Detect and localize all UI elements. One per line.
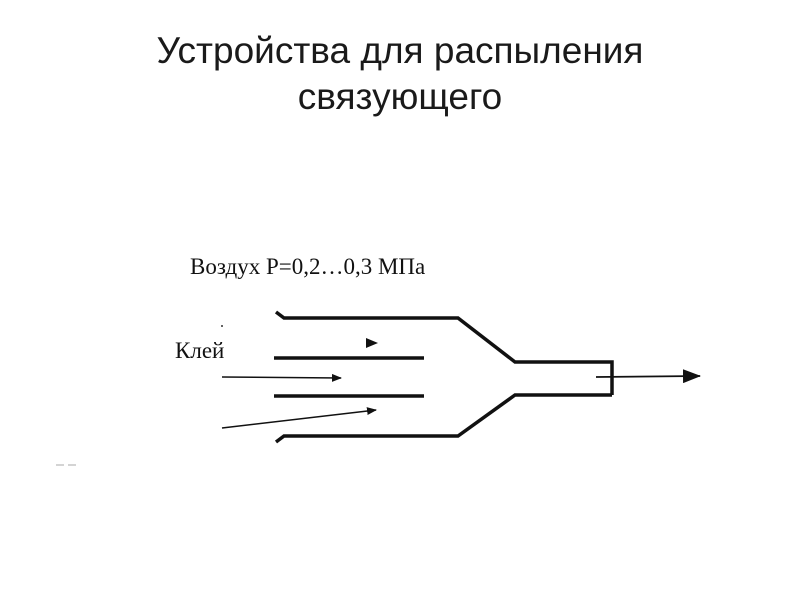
page-title-line-2: связующего xyxy=(297,76,503,117)
nozzle-upper-wall xyxy=(274,310,614,395)
dot-mark xyxy=(221,325,223,327)
nozzle-lower-wall xyxy=(274,393,612,444)
output-spray-arrow xyxy=(595,369,701,384)
glue-flow-arrow xyxy=(221,373,342,382)
page-title: Устройства для распыления связующего xyxy=(0,28,800,120)
page-title-line-1: Устройства для распыления xyxy=(156,30,644,71)
air-inlet-arrow xyxy=(221,407,377,429)
air-pressure-label: Воздух Р=0,2…0,3 МПа xyxy=(190,254,425,279)
air-flow-arrowhead xyxy=(366,338,378,348)
glue-label: Клей xyxy=(175,338,224,363)
